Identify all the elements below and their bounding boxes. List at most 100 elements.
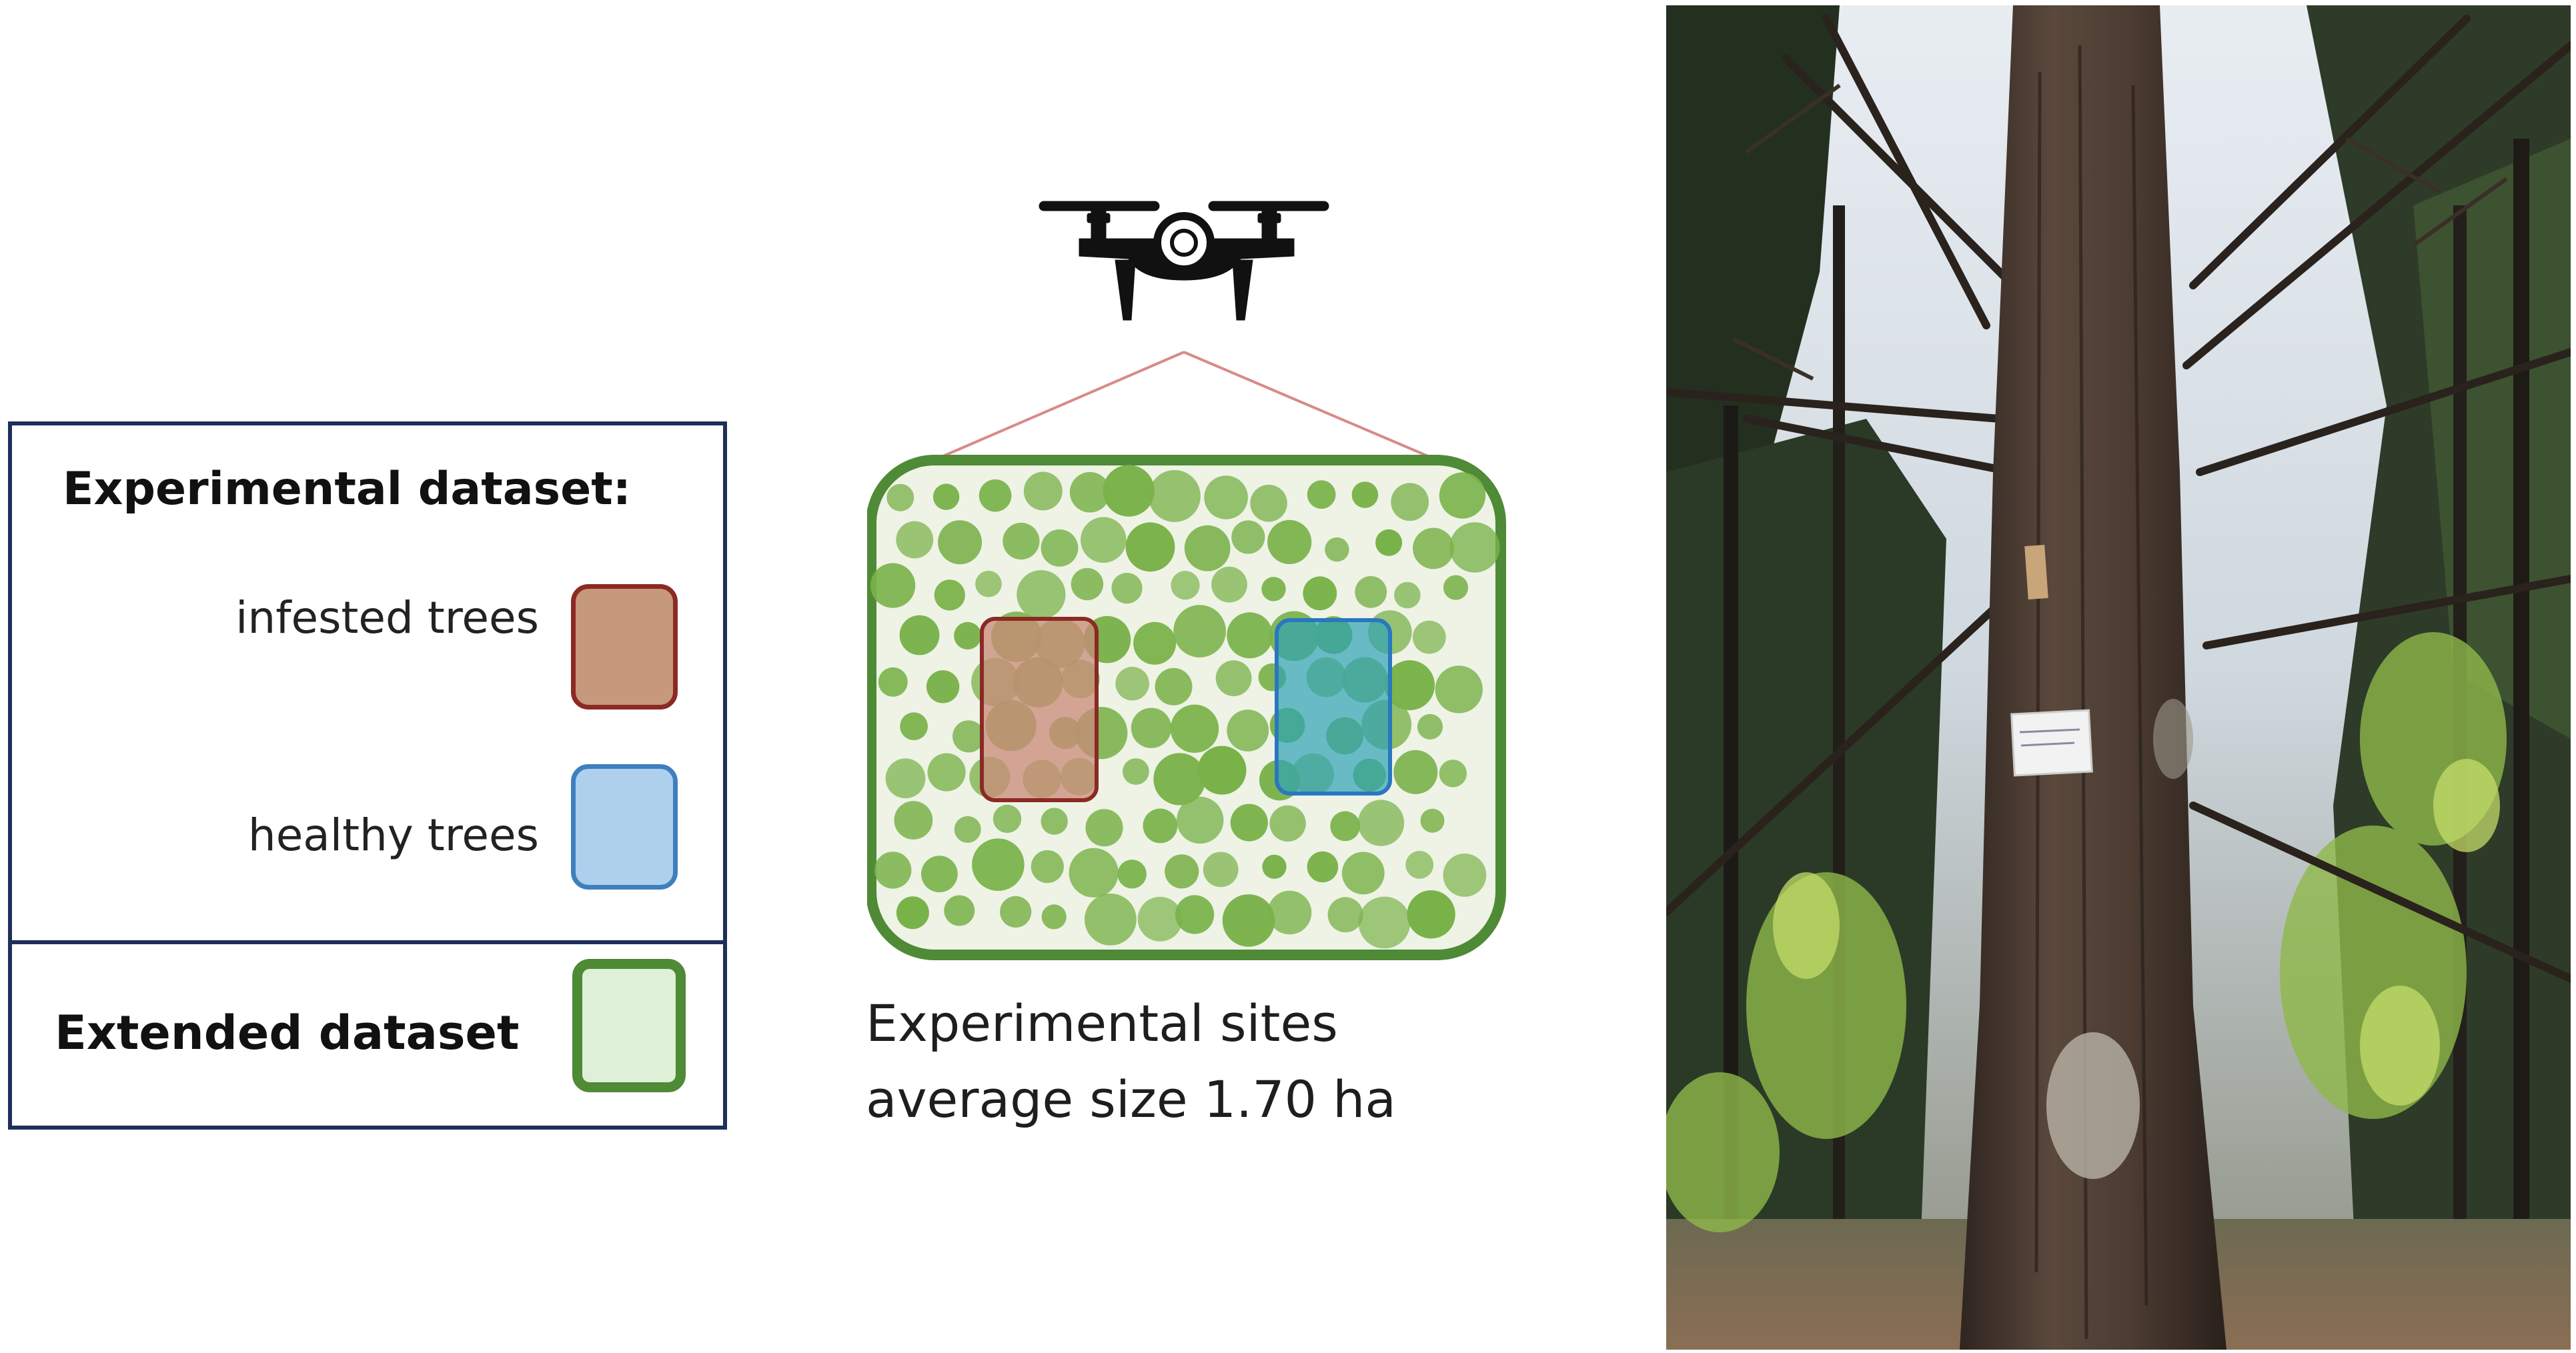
tree-canopy bbox=[1407, 890, 1455, 939]
tree-canopy bbox=[1085, 894, 1137, 946]
tree-canopy bbox=[1203, 852, 1239, 888]
tree-canopy bbox=[1269, 805, 1306, 842]
tree-canopy bbox=[1231, 520, 1265, 554]
caption-line-2: average size 1.70 ha bbox=[866, 1070, 1396, 1129]
tree-canopy bbox=[1412, 620, 1446, 654]
tree-canopy bbox=[1227, 612, 1273, 659]
tree-canopy bbox=[1351, 481, 1379, 508]
tree-canopy bbox=[975, 570, 1002, 597]
drone-icon bbox=[1039, 201, 1329, 321]
tree-canopy bbox=[1443, 854, 1487, 897]
tree-canopy bbox=[1165, 854, 1199, 889]
tree-canopy bbox=[1391, 483, 1429, 521]
tree-canopy bbox=[1175, 895, 1215, 934]
tree-canopy bbox=[1171, 571, 1200, 600]
tree-canopy bbox=[1131, 708, 1172, 748]
tree-canopy bbox=[1325, 537, 1349, 562]
legend-divider bbox=[12, 940, 723, 944]
tree-canopy bbox=[972, 838, 1025, 891]
tree-canopy bbox=[1443, 575, 1469, 600]
tree-canopy bbox=[934, 579, 965, 611]
tree-canopy bbox=[1085, 809, 1123, 847]
tree-canopy bbox=[1267, 519, 1312, 564]
tree-canopy bbox=[1069, 471, 1111, 513]
tree-canopy bbox=[1177, 796, 1224, 844]
tree-canopy bbox=[1031, 850, 1064, 884]
tree-canopy bbox=[954, 816, 981, 843]
healthy-swatch bbox=[571, 764, 678, 890]
tree-canopy bbox=[1439, 472, 1486, 519]
tree-canopy bbox=[894, 801, 933, 840]
tree-canopy bbox=[1117, 860, 1147, 889]
tree-canopy bbox=[1115, 666, 1149, 701]
tree-canopy bbox=[921, 856, 958, 893]
tree-canopy bbox=[1123, 758, 1149, 785]
tree-canopy bbox=[1197, 746, 1247, 795]
tree-canopy bbox=[952, 720, 985, 753]
legend-label-infested: infested trees bbox=[235, 592, 539, 643]
tree-canopy bbox=[1435, 665, 1483, 714]
tree-canopy bbox=[1069, 848, 1119, 898]
tree-canopy bbox=[1222, 894, 1275, 947]
tree-canopy bbox=[1358, 896, 1411, 949]
tree-canopy bbox=[1341, 852, 1385, 895]
tree-canopy bbox=[1133, 621, 1177, 665]
tree-canopy bbox=[1327, 897, 1363, 933]
tree-canopy bbox=[938, 520, 983, 565]
tree-canopy bbox=[1111, 573, 1143, 604]
tree-canopy bbox=[1420, 808, 1445, 833]
tree-canopy bbox=[1261, 577, 1286, 601]
tree-canopy bbox=[1307, 851, 1339, 883]
tree-canopy bbox=[1148, 469, 1201, 522]
tree-canopy bbox=[886, 483, 914, 511]
tree-canopy bbox=[1000, 896, 1032, 928]
tree-canopy bbox=[1041, 529, 1079, 567]
extended-swatch bbox=[572, 959, 686, 1092]
tree-canopy bbox=[1267, 890, 1312, 935]
caption-line-1: Experimental sites bbox=[866, 994, 1338, 1053]
infested-area bbox=[980, 617, 1099, 802]
tree-canopy bbox=[1250, 484, 1287, 522]
tree-canopy bbox=[1103, 465, 1155, 517]
tree-canopy bbox=[927, 753, 966, 792]
photo-svg bbox=[1666, 5, 2571, 1350]
infested-swatch bbox=[571, 584, 678, 710]
tree-canopy bbox=[900, 712, 928, 741]
legend-label-extended: Extended dataset bbox=[55, 1006, 520, 1060]
tree-canopy bbox=[1417, 714, 1443, 740]
tree-canopy bbox=[1081, 517, 1127, 563]
tree-canopy bbox=[1355, 575, 1387, 608]
healthy-area bbox=[1275, 618, 1392, 796]
tree-canopy bbox=[1017, 570, 1066, 619]
site-diagram-svg bbox=[866, 201, 1506, 960]
tree-canopy bbox=[1357, 800, 1405, 846]
tree-canopy bbox=[1204, 475, 1248, 519]
site-caption: Experimental sites average size 1.70 ha bbox=[866, 986, 1396, 1138]
view-lines bbox=[933, 351, 1438, 461]
tree-canopy bbox=[993, 804, 1022, 834]
tree-canopy bbox=[1393, 750, 1438, 794]
tree-canopy bbox=[1375, 529, 1403, 556]
tree-canopy bbox=[1449, 522, 1500, 573]
tree-canopy bbox=[932, 483, 960, 510]
tree-canopy bbox=[1184, 525, 1231, 571]
tree-canopy bbox=[979, 479, 1012, 512]
tree-canopy bbox=[1330, 811, 1361, 842]
tree-canopy bbox=[1143, 808, 1178, 844]
site-diagram bbox=[866, 187, 1507, 987]
tree-canopy bbox=[1262, 854, 1287, 879]
tree-canopy bbox=[1227, 710, 1269, 752]
tree-canopy bbox=[1211, 566, 1247, 603]
tree-canopy bbox=[1003, 522, 1040, 560]
legend-title: Experimental dataset: bbox=[63, 463, 631, 515]
tree-canopy bbox=[896, 896, 929, 930]
tree-canopy bbox=[926, 670, 960, 704]
tree-canopy bbox=[1413, 527, 1454, 569]
tree-canopy bbox=[870, 563, 916, 608]
legend-box: Experimental dataset: infested trees hea… bbox=[8, 421, 727, 1130]
tree-canopy bbox=[1394, 581, 1421, 609]
tree-canopy bbox=[1385, 660, 1435, 711]
tree-canopy bbox=[885, 758, 926, 799]
tree-canopy bbox=[1153, 753, 1206, 806]
tree-canopy bbox=[954, 621, 982, 650]
